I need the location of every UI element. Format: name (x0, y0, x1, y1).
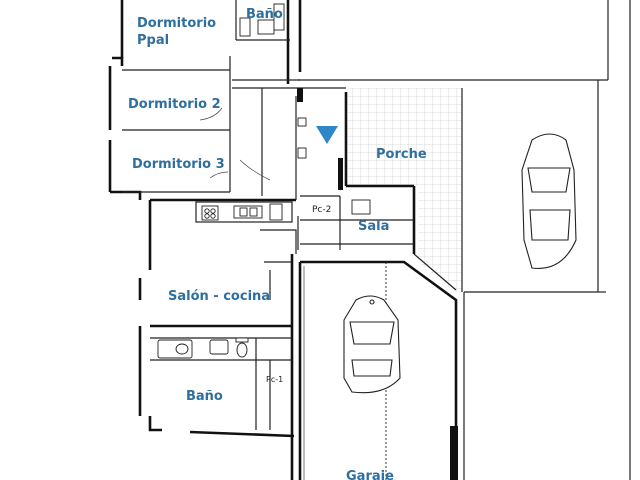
room-label-dormitorio-3: Dormitorio 3 (132, 157, 225, 172)
lower-bath-fixtures (157, 337, 249, 359)
room-label-bano-top: Baño (246, 7, 283, 22)
outer-walls (108, 0, 631, 480)
triangle-down-icon (316, 126, 338, 144)
room-label-bano-bottom: Baño (186, 389, 223, 404)
kitchen-fixtures (201, 203, 283, 221)
room-label-porche: Porche (376, 147, 427, 162)
wall-accent-bar (338, 158, 343, 190)
hallway-details (199, 107, 371, 215)
room-label-sala: Sala (358, 219, 389, 234)
room-label-salon-cocina: Salón - cocina (168, 289, 270, 304)
top-bath-fixtures (239, 3, 285, 37)
room-label-dormitorio-ppal-1: Dormitorio (137, 16, 216, 31)
garage-car-icon (343, 295, 401, 394)
marker-pc2: Pc-2 (312, 205, 331, 215)
room-label-dormitorio-2: Dormitorio 2 (128, 97, 221, 112)
porch-tiled-floor (348, 88, 462, 292)
marker-pc1: Pc-1 (266, 375, 283, 384)
outside-car-icon (521, 133, 577, 269)
garage-door-bar (450, 426, 458, 480)
room-label-dormitorio-ppal-2: Ppal (137, 33, 169, 48)
room-label-garaje: Garaje (346, 469, 394, 480)
hallway-accent-bar (297, 88, 303, 102)
